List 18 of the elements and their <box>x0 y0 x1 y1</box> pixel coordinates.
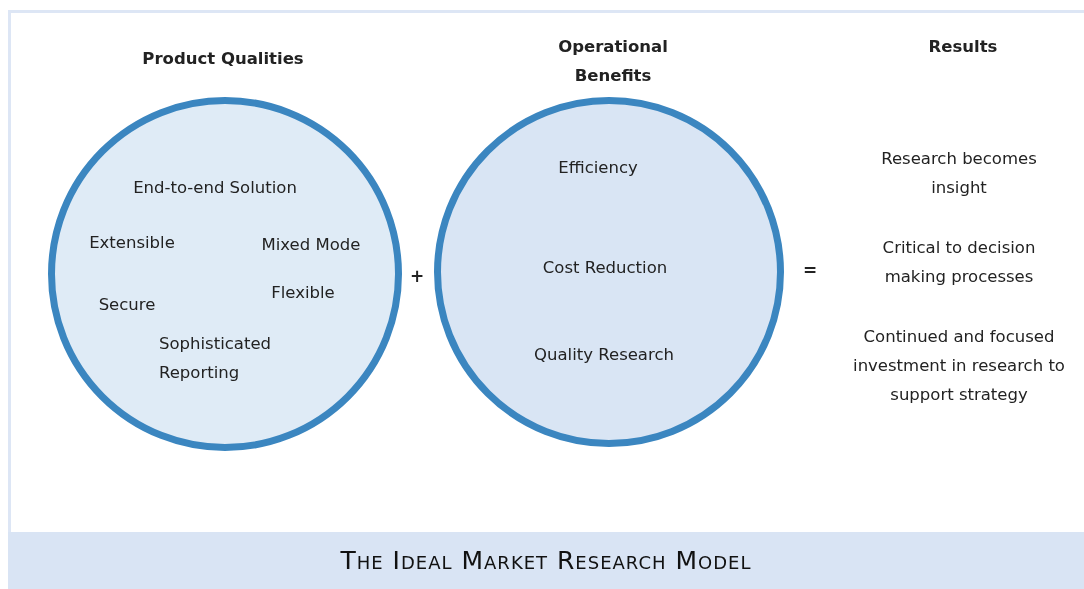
quality-text: End-to-end Solution <box>132 176 298 199</box>
quality-text: Quality Research <box>533 343 675 366</box>
equals-sign: = <box>802 260 818 280</box>
quality-text: Extensible <box>88 231 176 254</box>
plus-sign: + <box>409 266 425 286</box>
quality-text: Flexible <box>270 281 336 304</box>
quality-text: Mixed Mode <box>260 233 362 256</box>
quality-text: Efficiency <box>557 156 639 179</box>
column-heading: Operational Benefits <box>557 36 669 87</box>
result-text: Research becomes insight <box>880 148 1038 199</box>
result-text: Critical to decision making processes <box>881 237 1037 288</box>
result-text: Continued and focused investment in research to support strategy <box>852 325 1066 406</box>
caption: The Ideal Market Research Model <box>340 546 752 575</box>
column-heading: Product Qualities <box>141 47 305 70</box>
quality-text: Cost Reduction <box>541 256 669 279</box>
quality-text: Secure <box>97 293 157 316</box>
quality-text: Sophisticated Reporting <box>159 333 272 384</box>
heading: Results <box>927 35 999 58</box>
